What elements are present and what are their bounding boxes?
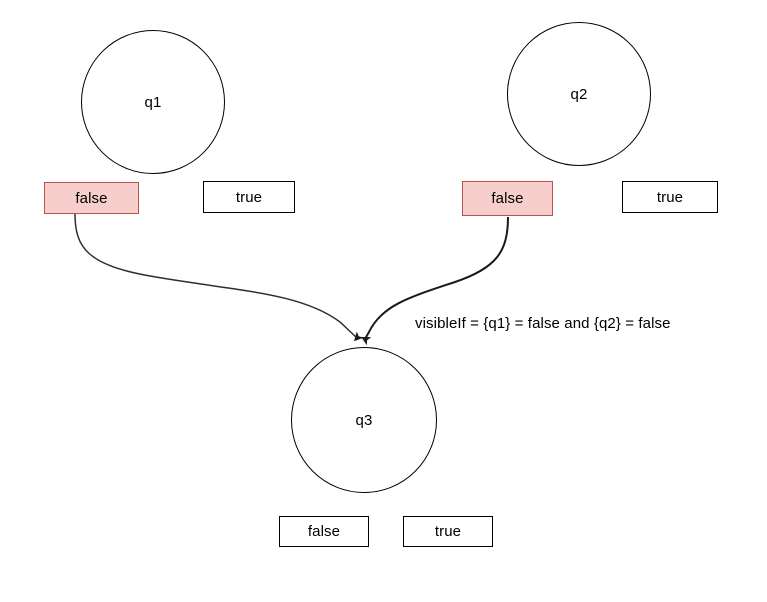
node-q1[interactable]: q1 bbox=[81, 30, 225, 174]
edge-q2-false-to-q3[interactable] bbox=[361, 216, 509, 346]
option-q1-false-label: false bbox=[75, 189, 108, 207]
option-q2-true[interactable]: true bbox=[622, 181, 718, 213]
node-q3-label: q3 bbox=[355, 411, 373, 429]
edge-q1-false-to-q3[interactable] bbox=[74, 213, 364, 342]
option-q1-false[interactable]: false bbox=[44, 182, 139, 214]
option-q1-true[interactable]: true bbox=[203, 181, 295, 213]
option-q2-true-label: true bbox=[656, 188, 684, 206]
option-q3-true[interactable]: true bbox=[403, 516, 493, 547]
option-q3-true-label: true bbox=[434, 523, 462, 540]
visible-if-annotation: visibleIf = {q1} = false and {q2} = fals… bbox=[415, 315, 671, 332]
node-q2-label: q2 bbox=[570, 85, 588, 103]
node-q3[interactable]: q3 bbox=[291, 347, 437, 493]
node-q2[interactable]: q2 bbox=[507, 22, 651, 166]
node-q1-label: q1 bbox=[144, 93, 162, 111]
option-q3-false[interactable]: false bbox=[279, 516, 369, 547]
option-q2-false[interactable]: false bbox=[462, 181, 553, 216]
option-q3-false-label: false bbox=[307, 523, 341, 540]
option-q1-true-label: true bbox=[235, 188, 263, 206]
option-q2-false-label: false bbox=[491, 190, 524, 207]
